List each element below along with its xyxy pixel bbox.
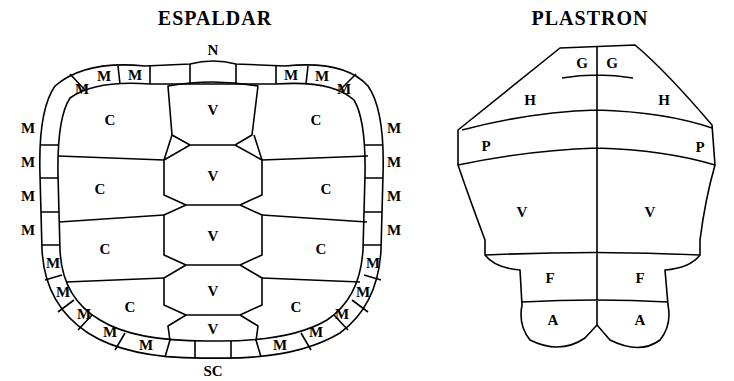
scute-letter: V xyxy=(645,205,656,220)
scute-letter: C xyxy=(291,300,302,315)
marginal-edge xyxy=(58,83,365,341)
carapace-outline xyxy=(40,61,383,358)
scute-letter: G xyxy=(576,56,588,71)
scute-letter: V xyxy=(208,229,219,244)
scute-letter: V xyxy=(208,284,219,299)
scute-letter: M xyxy=(75,82,89,97)
scute-letter: C xyxy=(125,300,136,315)
scute-letter: H xyxy=(524,93,536,108)
scute-letter: M xyxy=(139,338,153,353)
scute-letter: M xyxy=(387,121,401,136)
scute-letter: M xyxy=(387,155,401,170)
scute-letter: C xyxy=(311,113,322,128)
scute-letter: M xyxy=(103,325,117,340)
costal-seams xyxy=(58,135,368,282)
scute-letter: C xyxy=(100,242,111,257)
scute-letter: F xyxy=(635,271,644,286)
scute-letter: V xyxy=(208,322,219,337)
scute-letter: M xyxy=(335,307,349,322)
scute-letter: M xyxy=(46,256,60,271)
vertebral-scutes xyxy=(164,82,262,341)
scute-letter: C xyxy=(321,182,332,197)
diagram-title: ESPALDAR xyxy=(158,8,272,28)
scute-letter: P xyxy=(481,139,490,154)
scute-letter: M xyxy=(273,338,287,353)
scute-letter: M xyxy=(21,223,35,238)
scute-letter: M xyxy=(366,256,380,271)
scute-letter: M xyxy=(309,325,323,340)
scute-letter: V xyxy=(208,169,219,184)
scute-letter: M xyxy=(56,285,70,300)
scute-letter: F xyxy=(545,271,554,286)
scute-letter: SC xyxy=(203,364,222,379)
scute-letter: V xyxy=(517,205,528,220)
scute-letter: N xyxy=(208,43,219,58)
scute-letter: M xyxy=(284,68,298,83)
scute-letter: H xyxy=(658,93,670,108)
scute-letter: M xyxy=(21,189,35,204)
scute-letter: M xyxy=(128,68,142,83)
scute-letter: M xyxy=(77,307,91,322)
scute-letter: M xyxy=(337,82,351,97)
scute-letter: G xyxy=(606,56,618,71)
marginal-seams xyxy=(40,64,383,358)
scute-letter: V xyxy=(208,103,219,118)
scute-letter: M xyxy=(97,69,111,84)
scute-letter: A xyxy=(548,313,559,328)
scute-letter: M xyxy=(387,223,401,238)
scute-letter: M xyxy=(356,285,370,300)
scute-letter: M xyxy=(21,121,35,136)
plastron-outline xyxy=(458,45,715,348)
diagram-title: PLASTRON xyxy=(532,8,649,28)
scute-letter: M xyxy=(387,189,401,204)
scute-letter: M xyxy=(21,155,35,170)
plastron-seams xyxy=(458,47,715,325)
scute-letter: A xyxy=(635,313,646,328)
scute-letter: C xyxy=(105,113,116,128)
scute-letter: C xyxy=(316,242,327,257)
scute-letter: M xyxy=(315,69,329,84)
scute-letter: P xyxy=(695,140,704,155)
scute-letter: C xyxy=(95,182,106,197)
